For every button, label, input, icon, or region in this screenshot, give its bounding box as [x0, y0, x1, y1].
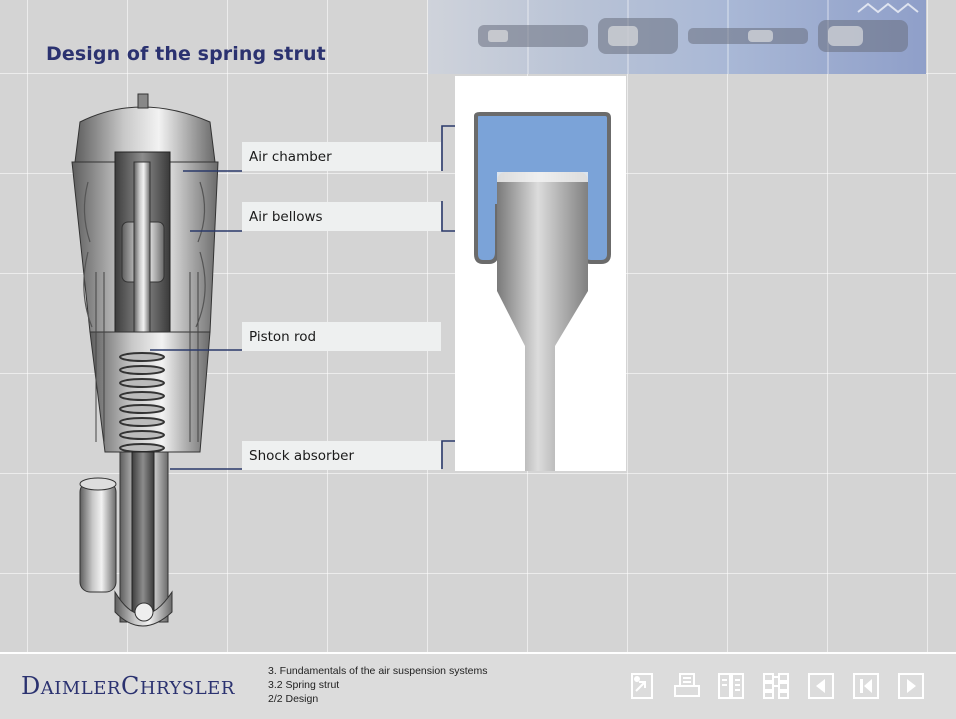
daimlerchrysler-logo: DAIMLERCHRYSLER — [21, 672, 235, 700]
breadcrumb-page: 2/2 Design — [268, 693, 319, 705]
page-title: Design of the spring strut — [46, 43, 326, 65]
next-icon — [898, 673, 924, 699]
exit-icon — [631, 673, 653, 699]
glossary-button[interactable] — [716, 671, 746, 701]
glossary-icon — [718, 673, 744, 699]
first-page-button[interactable] — [851, 671, 881, 701]
previous-button[interactable] — [806, 671, 836, 701]
schematic-diagram-panel — [455, 76, 626, 471]
breadcrumb-chapter: 3. Fundamentals of the air suspension sy… — [268, 665, 488, 677]
spring-strut-cutaway-illustration — [71, 93, 219, 627]
callout-piston-rod: Piston rod — [242, 322, 441, 351]
callout-air-chamber: Air chamber — [242, 142, 441, 171]
print-icon — [674, 673, 700, 697]
previous-icon — [808, 673, 834, 699]
piston-rod-shape — [497, 172, 588, 471]
exit-button[interactable] — [627, 671, 657, 701]
contents-button[interactable] — [761, 671, 791, 701]
footer-bar — [0, 652, 956, 719]
callout-shock-absorber: Shock absorber — [242, 441, 441, 470]
first-page-icon — [853, 673, 879, 699]
breadcrumb-section: 3.2 Spring strut — [268, 679, 340, 691]
next-button[interactable] — [896, 671, 926, 701]
contents-icon — [763, 673, 789, 699]
print-button[interactable] — [672, 671, 702, 701]
spring-strut-schematic — [474, 112, 611, 471]
header-banner-image — [428, 0, 926, 74]
breadcrumb: 3. Fundamentals of the air suspension sy… — [268, 664, 487, 706]
callout-air-bellows: Air bellows — [242, 202, 441, 231]
